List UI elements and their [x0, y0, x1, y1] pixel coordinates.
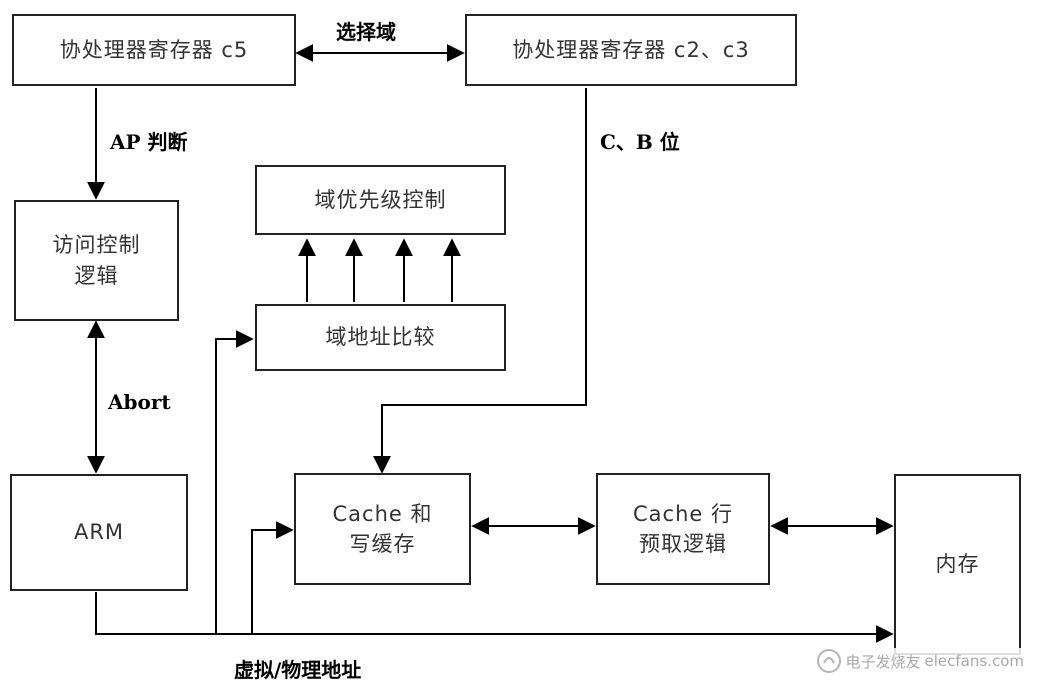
elecfans-logo-icon [816, 649, 841, 673]
cb-bits-arrow [373, 88, 587, 474]
cache-line-prefetch-box: Cache 行 预取逻辑 [596, 473, 770, 585]
ap-judge-label: AP 判断 [110, 130, 188, 154]
select-domain-label: 选择域 [336, 20, 396, 44]
domain-address-compare-box: 域地址比较 [255, 304, 506, 371]
address-bus-arrow [95, 592, 894, 643]
memory-box: 内存 [894, 474, 1021, 655]
abort-label: Abort [108, 390, 171, 414]
watermark-prefix: 电子发烧友 [845, 652, 921, 671]
cp-register-c2-c3-box: 协处理器寄存器 c2、c3 [465, 14, 797, 86]
watermark: 电子发烧友 elecfans.com [815, 648, 1024, 674]
arm-box: ARM [10, 474, 188, 591]
cb-bits-label: C、B 位 [600, 130, 680, 154]
bus-to-compare-arrow [215, 330, 254, 634]
watermark-text: elecfans.com [924, 652, 1024, 670]
domain-priority-control-box: 域优先级控制 [255, 165, 506, 235]
access-control-logic-box: 访问控制 逻辑 [14, 200, 179, 321]
cache-write-buffer-box: Cache 和 写缓存 [294, 473, 471, 585]
bus-to-cache-arrow [251, 521, 294, 634]
virtual-physical-address-label: 虚拟/物理地址 [234, 658, 362, 682]
cp-register-c5-box: 协处理器寄存器 c5 [12, 14, 296, 86]
